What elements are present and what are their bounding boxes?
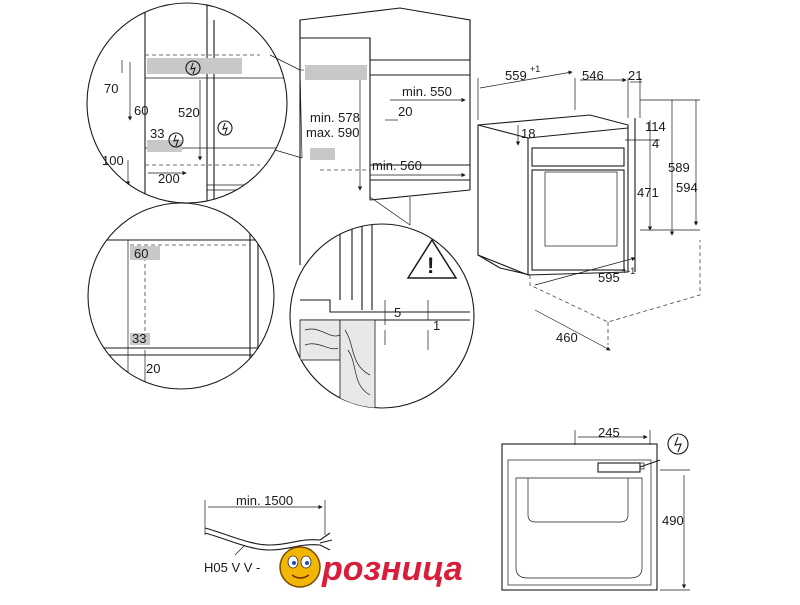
rozница-logo: розница: [279, 546, 463, 589]
dim-471: 471: [637, 185, 659, 200]
dim-min-550: min. 550: [402, 84, 452, 99]
dim-70: 70: [104, 81, 118, 96]
cable-min-length: min. 1500: [236, 493, 293, 508]
dim-546: 546: [582, 68, 604, 83]
power-icon: [667, 433, 689, 455]
dim-1: 1: [433, 318, 440, 333]
dim-114: 114: [645, 119, 666, 134]
dim-100: 100: [102, 153, 124, 168]
dim-200: 200: [158, 171, 180, 186]
dim-589: 589: [668, 160, 690, 175]
dim-490: 490: [662, 513, 684, 528]
dim-595: 595: [598, 270, 620, 285]
cable-type: H05 V V -: [204, 560, 260, 575]
dim-460: 460: [556, 330, 578, 345]
power-icon: [168, 132, 184, 148]
mount-detail: ! 5 1: [289, 196, 475, 409]
mascot-icon: [279, 546, 321, 588]
dim-min-560: min. 560: [372, 158, 422, 173]
warning-icon: [406, 238, 458, 279]
dim-min-578: min. 578: [310, 110, 360, 125]
dim-33: 33: [132, 331, 146, 346]
power-icon: [185, 60, 201, 76]
zoom-connectors: [269, 54, 303, 159]
cable-diagram: min. 1500 H05 V V -: [204, 493, 333, 575]
rear-view: 245 490: [501, 425, 690, 591]
dim-max-590: max. 590: [306, 125, 359, 140]
dim-18: 18: [521, 126, 535, 141]
dim-20: 20: [398, 104, 412, 119]
dim-5: 5: [394, 305, 401, 320]
warning-icon-mark: !: [427, 253, 434, 278]
niche-view: min. 550 20 min. 578 max. 590 min. 560: [299, 7, 471, 265]
dim-4: 4: [652, 136, 659, 151]
dim-559-tolerance: +1: [530, 64, 540, 74]
dim-559: 559: [505, 68, 527, 83]
dim-245: 245: [598, 425, 620, 440]
dim-595-tolerance: +-1: [622, 266, 635, 276]
dim-60: 60: [134, 103, 148, 118]
logo-text: розница: [321, 550, 463, 588]
dim-21: 21: [628, 68, 642, 83]
dim-20: 20: [146, 361, 160, 376]
top-left-detail: 70 60 520 33 100 200: [86, 2, 288, 204]
dim-520: 520: [178, 105, 200, 120]
dim-594: 594: [676, 180, 698, 195]
dim-33: 33: [150, 126, 164, 141]
bottom-left-detail: 60 33 20: [87, 202, 275, 390]
power-icon: [217, 120, 233, 136]
oven-view: 559 +1 546 21 114 4 589 594 471 18 595 +…: [477, 64, 701, 351]
dim-60: 60: [134, 246, 148, 261]
